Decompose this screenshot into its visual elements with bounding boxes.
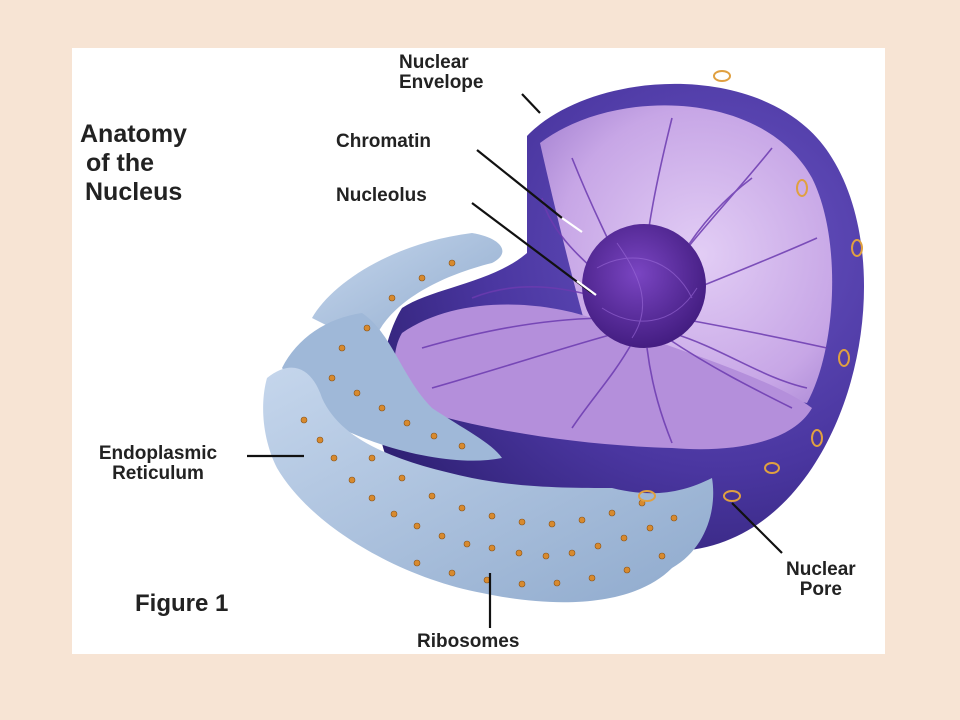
label-endoplasmic-reticulum: Endoplasmic Reticulum bbox=[72, 444, 244, 484]
callout-lines bbox=[247, 93, 783, 628]
nuclear-envelope-line-1: Nuclear bbox=[399, 52, 469, 73]
ribosome-dots bbox=[300, 259, 678, 588]
nuclear-pores bbox=[638, 70, 863, 502]
chromatin-leader bbox=[476, 149, 563, 219]
label-chromatin: Chromatin bbox=[336, 131, 431, 152]
nuclear-envelope-line-2: Envelope bbox=[399, 72, 484, 93]
nuclear-pore-line-1: Nuclear bbox=[786, 559, 856, 580]
title-line-1: Anatomy bbox=[80, 120, 187, 148]
diagram-title: Anatomy of the Nucleus bbox=[80, 120, 187, 207]
er-line-1: Endoplasmic bbox=[98, 443, 218, 464]
nucleus-interior-floor bbox=[394, 304, 812, 450]
er-line-2: Reticulum bbox=[112, 463, 204, 484]
figure-panel: Anatomy of the Nucleus Nuclear Envelope … bbox=[72, 48, 885, 654]
title-line-3: Nucleus bbox=[85, 178, 183, 206]
pore-leader bbox=[731, 502, 783, 554]
figure-label: Figure 1 bbox=[135, 590, 229, 617]
label-nuclear-pore: Nuclear Pore bbox=[786, 560, 856, 600]
envelope-leader bbox=[521, 93, 541, 114]
label-nucleolus: Nucleolus bbox=[336, 185, 427, 206]
nucleus-illustration bbox=[247, 70, 865, 628]
er-sheet-front bbox=[263, 367, 714, 603]
label-ribosomes: Ribosomes bbox=[417, 631, 520, 652]
nuclear-pore-line-2: Pore bbox=[799, 579, 842, 600]
label-nuclear-envelope: Nuclear Envelope bbox=[399, 53, 483, 93]
nucleolus-leader bbox=[471, 202, 593, 294]
title-line-2: of the bbox=[86, 149, 155, 177]
nucleolus bbox=[582, 224, 706, 348]
